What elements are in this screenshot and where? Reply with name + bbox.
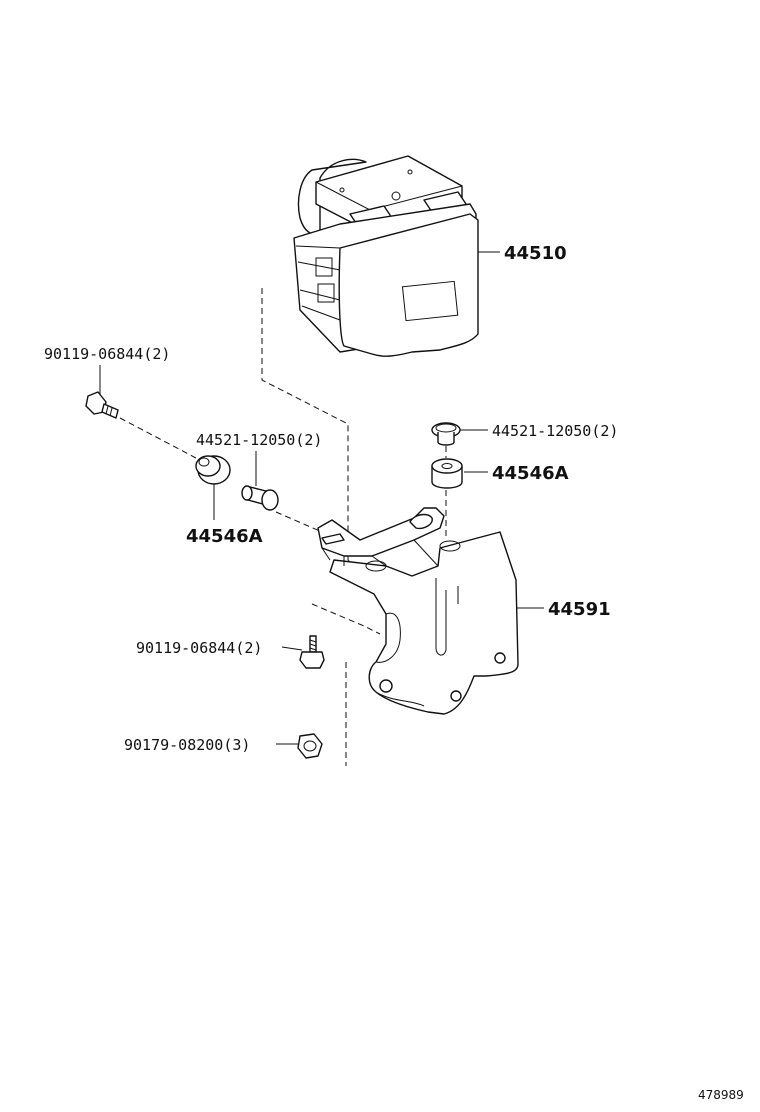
reference-number: 478989 <box>698 1088 744 1102</box>
collar-left[interactable] <box>241 485 279 511</box>
label-44521-12050-right: 44521-12050(2) <box>492 422 618 440</box>
bolt-left-top[interactable] <box>85 391 119 419</box>
nut-lower[interactable] <box>297 733 323 759</box>
label-44546a-right: 44546A <box>492 463 569 484</box>
label-90179-08200: 90179-08200(3) <box>124 736 250 754</box>
bolt-lower[interactable] <box>299 635 325 669</box>
label-44546a-left: 44546A <box>186 526 263 547</box>
cushion-left[interactable] <box>195 455 231 485</box>
label-44510: 44510 <box>504 243 567 264</box>
collar-right[interactable] <box>431 422 461 446</box>
cushion-right[interactable] <box>431 458 463 489</box>
label-44521-12050-left: 44521-12050(2) <box>196 431 322 449</box>
abs-actuator[interactable] <box>293 155 479 357</box>
label-90119-06844-lower: 90119-06844(2) <box>136 639 262 657</box>
bracket[interactable] <box>317 507 519 715</box>
label-44591: 44591 <box>548 599 611 620</box>
label-90119-06844-top: 90119-06844(2) <box>44 345 170 363</box>
